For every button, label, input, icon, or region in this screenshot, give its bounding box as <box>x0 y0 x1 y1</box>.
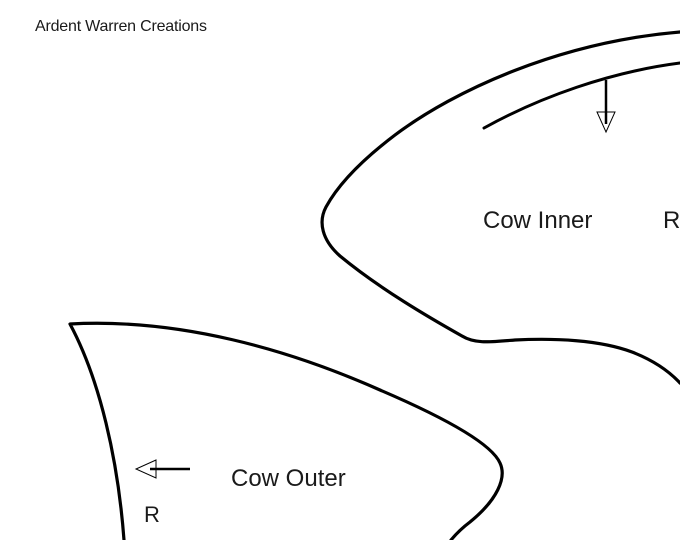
cow-inner-outline <box>320 30 680 385</box>
cow-inner-fold-line <box>482 61 680 130</box>
cow-outer-label: Cow Outer <box>231 465 346 492</box>
grain-arrow-down-icon <box>596 80 616 134</box>
cow-outer-outline <box>68 321 504 540</box>
grain-arrow-left-icon <box>134 459 190 479</box>
cow-inner-side-marker: R <box>663 207 680 234</box>
cow-inner-label: Cow Inner <box>483 207 593 234</box>
cow-outer-side-marker: R <box>144 502 160 527</box>
brand-name: Ardent Warren Creations <box>35 18 207 35</box>
